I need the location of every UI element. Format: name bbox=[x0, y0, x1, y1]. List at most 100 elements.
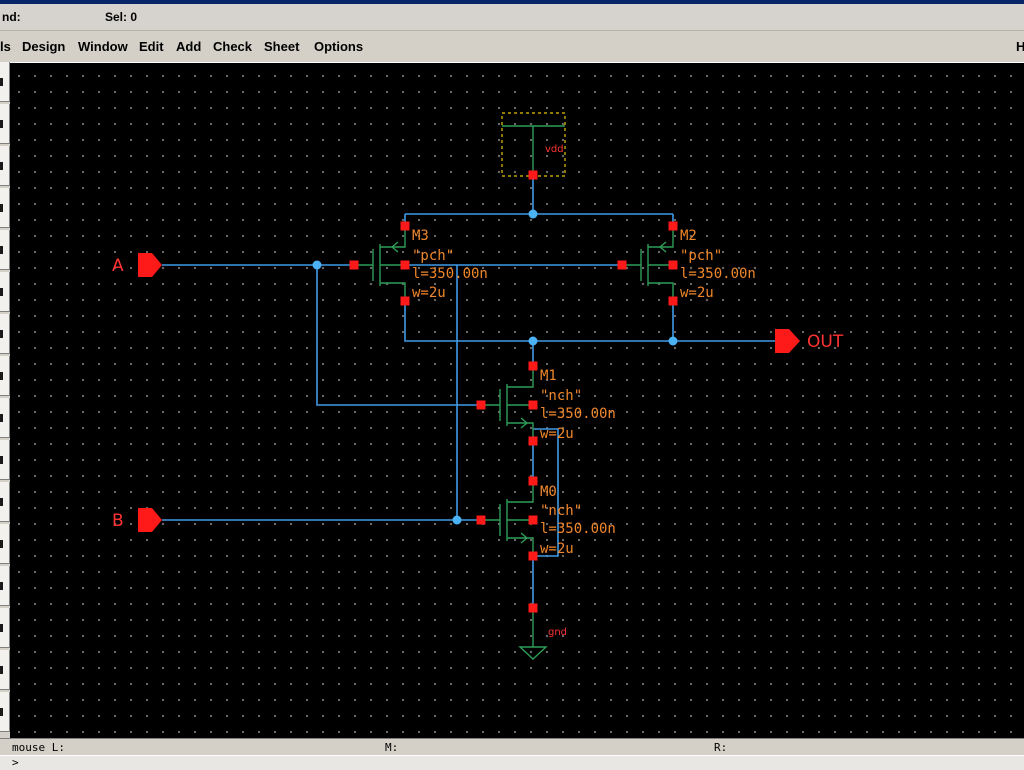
toolbar-button[interactable] bbox=[0, 608, 10, 648]
tool-icon bbox=[0, 288, 3, 296]
instance-m1[interactable]: M1 "nch" l=350.00n w=2u bbox=[476, 361, 616, 446]
pmos-symbol[interactable] bbox=[349, 221, 410, 306]
toolbar-button[interactable] bbox=[0, 146, 10, 186]
menu-sheet[interactable]: Sheet bbox=[264, 39, 300, 54]
toolbar-button[interactable] bbox=[0, 356, 10, 396]
instance-m2[interactable]: M2 "pch" l=350.00n w=2u bbox=[617, 221, 756, 306]
vdd-label: vdd bbox=[545, 144, 564, 155]
menu-edit[interactable]: Edit bbox=[139, 39, 164, 54]
tool-icon bbox=[0, 204, 3, 212]
gate-pin[interactable] bbox=[617, 260, 627, 270]
junction-dot bbox=[452, 515, 462, 525]
source-pin[interactable] bbox=[528, 436, 538, 446]
mouse-middle-hint: M: bbox=[385, 741, 399, 754]
body-pin[interactable] bbox=[528, 515, 538, 525]
gnd-symbol[interactable]: gnd bbox=[518, 603, 567, 660]
drain-pin[interactable] bbox=[668, 296, 678, 306]
body-pin[interactable] bbox=[668, 260, 678, 270]
wire-net-out[interactable] bbox=[404, 301, 775, 342]
toolbar-button[interactable] bbox=[0, 104, 10, 144]
toolbar-button[interactable] bbox=[0, 62, 10, 102]
toolbar-button[interactable] bbox=[0, 314, 10, 354]
status-footer: mouse L: M: R: > bbox=[0, 738, 1024, 770]
pin-b-label: B bbox=[112, 511, 124, 531]
menu-tools[interactable]: ls bbox=[0, 39, 11, 54]
junction-dot bbox=[528, 336, 538, 346]
toolbar-button[interactable] bbox=[0, 188, 10, 228]
menu-help[interactable]: H bbox=[1016, 39, 1024, 54]
input-pin-b[interactable]: B bbox=[112, 508, 162, 532]
toolbar-button[interactable] bbox=[0, 230, 10, 270]
pin-a-label: A bbox=[112, 256, 124, 276]
instance-model: "pch" bbox=[680, 248, 722, 264]
gate-pin[interactable] bbox=[349, 260, 359, 270]
window-title-bar[interactable] bbox=[0, 0, 1024, 4]
toolbar-button[interactable] bbox=[0, 272, 10, 312]
menu-add[interactable]: Add bbox=[176, 39, 202, 54]
body-pin[interactable] bbox=[400, 260, 410, 270]
nmos-symbol[interactable] bbox=[476, 361, 538, 446]
instance-length: l=350.00n bbox=[540, 406, 616, 422]
gnd-triangle bbox=[518, 608, 548, 660]
schematic-canvas[interactable]: vdd gnd A B OUT bbox=[10, 62, 1024, 738]
menu-check[interactable]: Check bbox=[213, 39, 253, 54]
command-prompt: > bbox=[12, 756, 19, 769]
toolbar-button[interactable] bbox=[0, 692, 10, 732]
drain-pin[interactable] bbox=[528, 361, 538, 371]
gnd-pin[interactable] bbox=[528, 603, 538, 613]
toolbar-button[interactable] bbox=[0, 566, 10, 606]
tool-icon bbox=[0, 246, 3, 254]
source-pin[interactable] bbox=[668, 221, 678, 231]
menu-options[interactable]: Options bbox=[314, 39, 364, 54]
pmos-body bbox=[354, 226, 406, 301]
instance-name: M0 bbox=[540, 484, 557, 500]
source-pin[interactable] bbox=[528, 551, 538, 561]
vdd-pin[interactable] bbox=[528, 170, 538, 180]
gnd-label: gnd bbox=[548, 627, 567, 638]
toolbar-button[interactable] bbox=[0, 524, 10, 564]
pmos-symbol[interactable] bbox=[617, 221, 678, 306]
menu-design[interactable]: Design bbox=[22, 39, 66, 54]
pin-a-shape[interactable] bbox=[138, 253, 162, 277]
toolbar-button[interactable] bbox=[0, 398, 10, 438]
toolbar-button[interactable] bbox=[0, 440, 10, 480]
tool-icon bbox=[0, 120, 3, 128]
tool-icon bbox=[0, 624, 3, 632]
mouse-right-hint: R: bbox=[714, 741, 728, 754]
nmos-arrow-icon bbox=[520, 532, 529, 544]
pin-b-shape[interactable] bbox=[138, 508, 162, 532]
drain-pin[interactable] bbox=[400, 296, 410, 306]
nmos-arrow-icon bbox=[520, 417, 529, 429]
input-pin-a[interactable]: A bbox=[112, 253, 162, 277]
vdd-symbol[interactable]: vdd bbox=[501, 112, 566, 180]
tool-icon bbox=[0, 78, 3, 86]
junction-dot bbox=[668, 336, 678, 346]
source-pin[interactable] bbox=[400, 221, 410, 231]
instance-model: "nch" bbox=[540, 388, 582, 404]
drain-pin[interactable] bbox=[528, 476, 538, 486]
pmos-arrow-icon bbox=[658, 241, 667, 253]
tool-icon bbox=[0, 372, 3, 380]
instance-m0[interactable]: M0 "nch" l=350.00n w=2u bbox=[476, 476, 616, 561]
gate-pin[interactable] bbox=[476, 400, 486, 410]
mouse-left-hint: mouse L: bbox=[12, 741, 65, 754]
instance-width: w=2u bbox=[680, 285, 714, 301]
nmos-symbol[interactable] bbox=[476, 476, 538, 561]
instance-name: M1 bbox=[540, 368, 557, 384]
wire-a-to-m1-gate[interactable] bbox=[316, 265, 481, 406]
tool-icon bbox=[0, 330, 3, 338]
wire-b-to-m2-gate[interactable] bbox=[409, 264, 622, 520]
wire-body-tie[interactable] bbox=[533, 428, 559, 557]
output-pin-out[interactable]: OUT bbox=[775, 329, 844, 353]
instance-m3[interactable]: M3 "pch" l=350.00n w=2u bbox=[349, 221, 488, 306]
body-pin[interactable] bbox=[528, 400, 538, 410]
schematic-drawing[interactable]: vdd gnd A B OUT bbox=[10, 63, 1024, 738]
tool-icon bbox=[0, 582, 3, 590]
gate-pin[interactable] bbox=[476, 515, 486, 525]
command-line[interactable]: > bbox=[0, 755, 1024, 770]
toolbar-button[interactable] bbox=[0, 482, 10, 522]
pin-out-shape[interactable] bbox=[775, 329, 800, 353]
menu-window[interactable]: Window bbox=[78, 39, 128, 54]
wire-top-rail[interactable] bbox=[404, 213, 674, 226]
toolbar-button[interactable] bbox=[0, 650, 10, 690]
